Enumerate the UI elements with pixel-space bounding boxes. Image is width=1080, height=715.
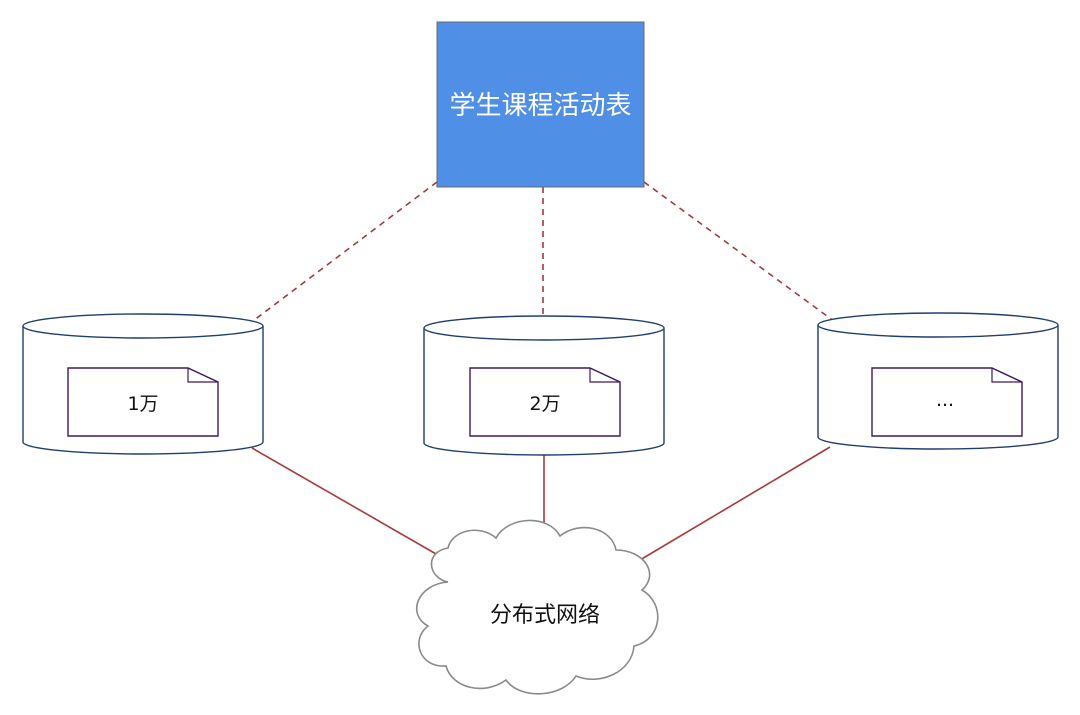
cylinder-top-3 <box>817 312 1059 338</box>
cylinder-top-1 <box>22 313 264 339</box>
table-node-box <box>436 21 645 188</box>
cloud-icon <box>416 519 659 695</box>
solid-link-right <box>639 446 831 561</box>
document-icon-1 <box>67 367 219 437</box>
table-node: 学生课程活动表 <box>436 21 645 188</box>
network-label: 分布式网络 <box>490 603 600 628</box>
database-cylinder-1: 1万 <box>22 313 264 455</box>
dashed-links <box>187 181 899 371</box>
database-cylinder-2: 2万 <box>423 315 665 456</box>
document-label-2: 2万 <box>529 393 560 415</box>
document-fold-1 <box>187 368 218 383</box>
network-cloud: 分布式网络 <box>416 519 659 695</box>
solid-link-left <box>251 447 451 563</box>
document-icon-3 <box>871 367 1023 437</box>
document-fold-2 <box>589 368 620 383</box>
document-fold-3 <box>991 368 1022 383</box>
document-label-1: 1万 <box>127 393 158 415</box>
dashed-link-left <box>187 181 438 371</box>
database-cylinder-3: ... <box>817 312 1059 450</box>
cylinder-top-2 <box>423 315 665 341</box>
document-icon-2 <box>469 367 621 437</box>
dashed-link-right <box>643 181 899 369</box>
document-label-3: ... <box>936 389 954 411</box>
table-node-label: 学生课程活动表 <box>449 91 631 121</box>
